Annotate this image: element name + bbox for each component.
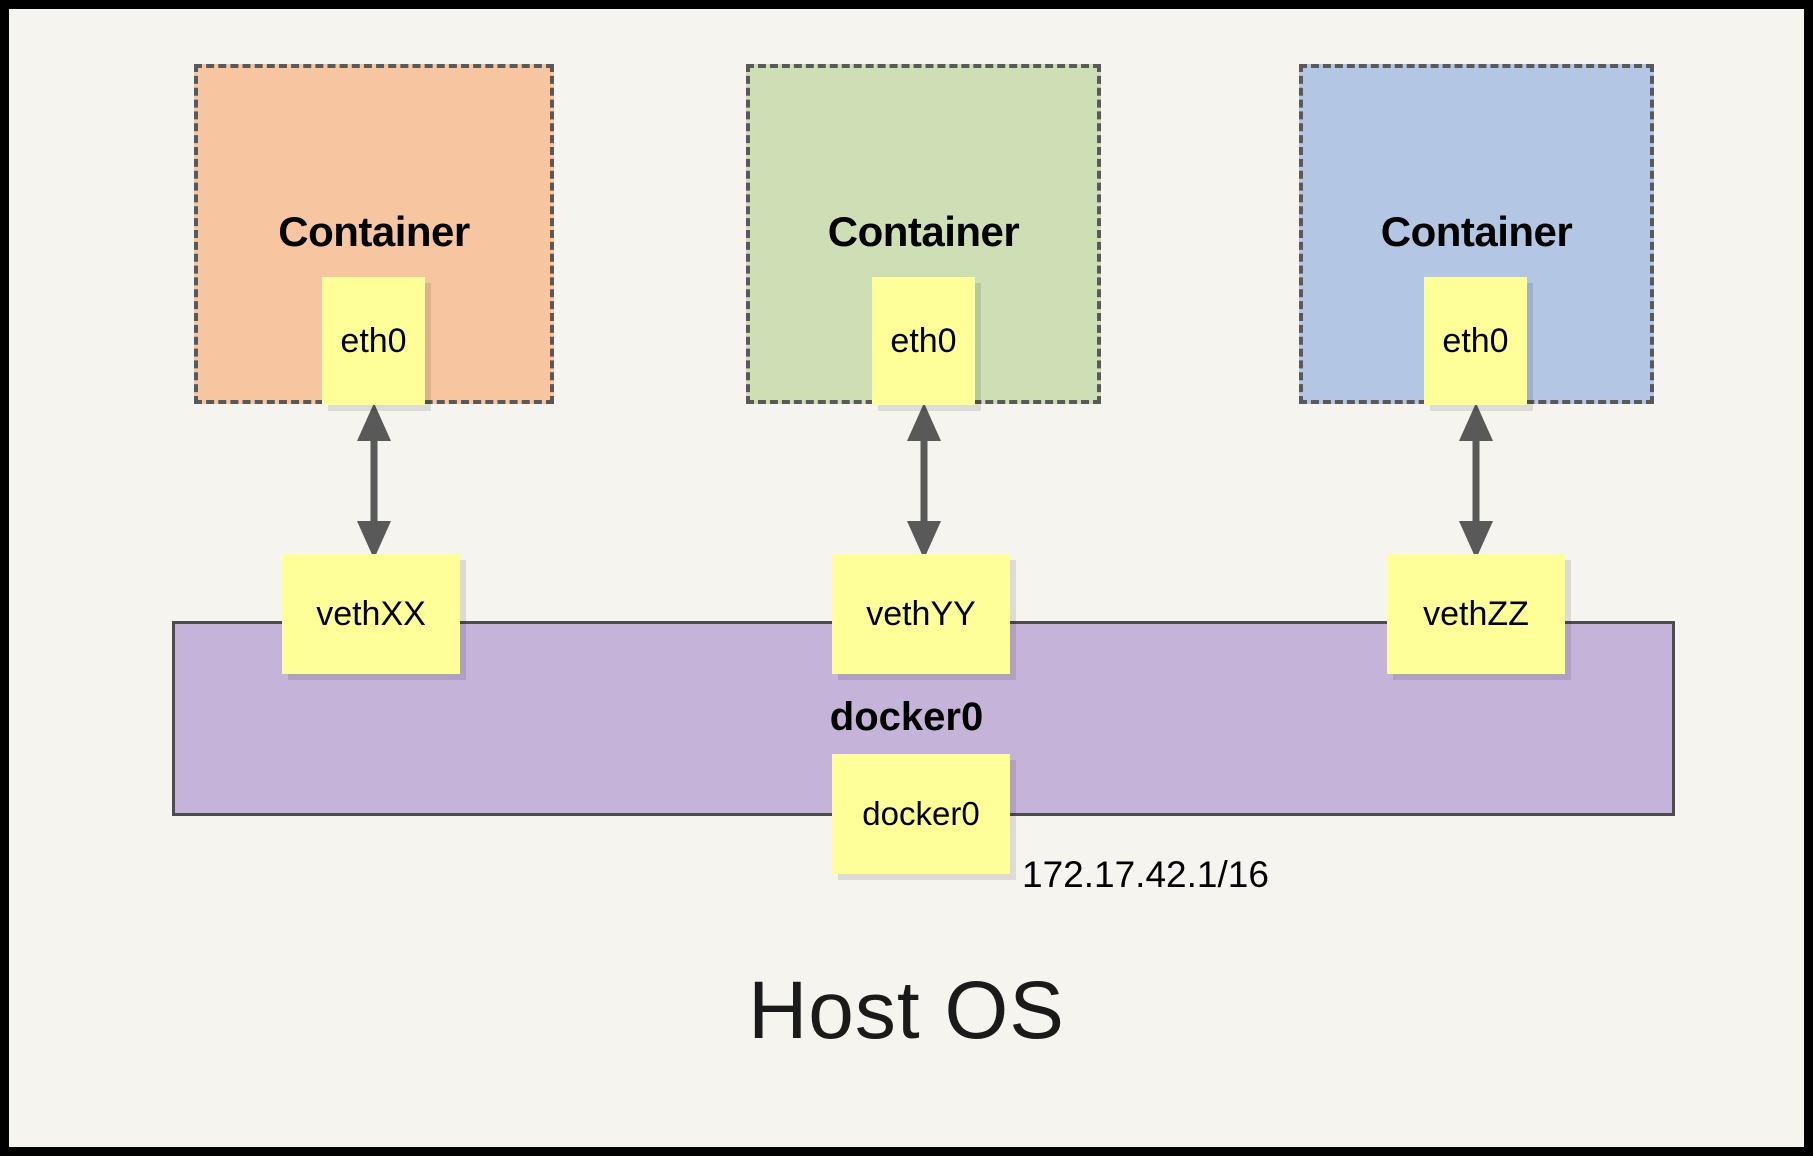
veth-link-arrow-1 <box>357 403 391 559</box>
docker0-ip-label: 172.17.42.1/16 <box>1022 854 1269 895</box>
vethxx-node: vethXX <box>282 554 460 674</box>
veth-link-arrow-3 <box>1459 403 1493 559</box>
container-title-3: Container <box>1380 208 1573 255</box>
container-title-2: Container <box>827 208 1020 255</box>
container-3-eth0-label: eth0 <box>1442 321 1509 360</box>
docker0-bridge-title: docker0 <box>829 695 984 739</box>
vethzz-label: vethZZ <box>1423 594 1529 633</box>
container-2-eth0-node: eth0 <box>872 277 975 405</box>
docker0-interface-node: docker0 <box>832 754 1010 874</box>
vethzz-node: vethZZ <box>1387 554 1565 674</box>
docker0-interface-label: docker0 <box>862 795 980 832</box>
vethyy-node: vethYY <box>832 554 1010 674</box>
container-1-eth0-label: eth0 <box>340 321 407 360</box>
host-os-label: Host OS <box>748 965 1065 1056</box>
container-title-1: Container <box>278 208 470 255</box>
vethyy-label: vethYY <box>866 594 976 633</box>
vethxx-label: vethXX <box>316 594 426 633</box>
veth-link-arrow-2 <box>907 403 941 559</box>
container-1-eth0-node: eth0 <box>322 277 425 405</box>
container-2-eth0-label: eth0 <box>890 321 957 360</box>
container-3-eth0-node: eth0 <box>1424 277 1527 405</box>
